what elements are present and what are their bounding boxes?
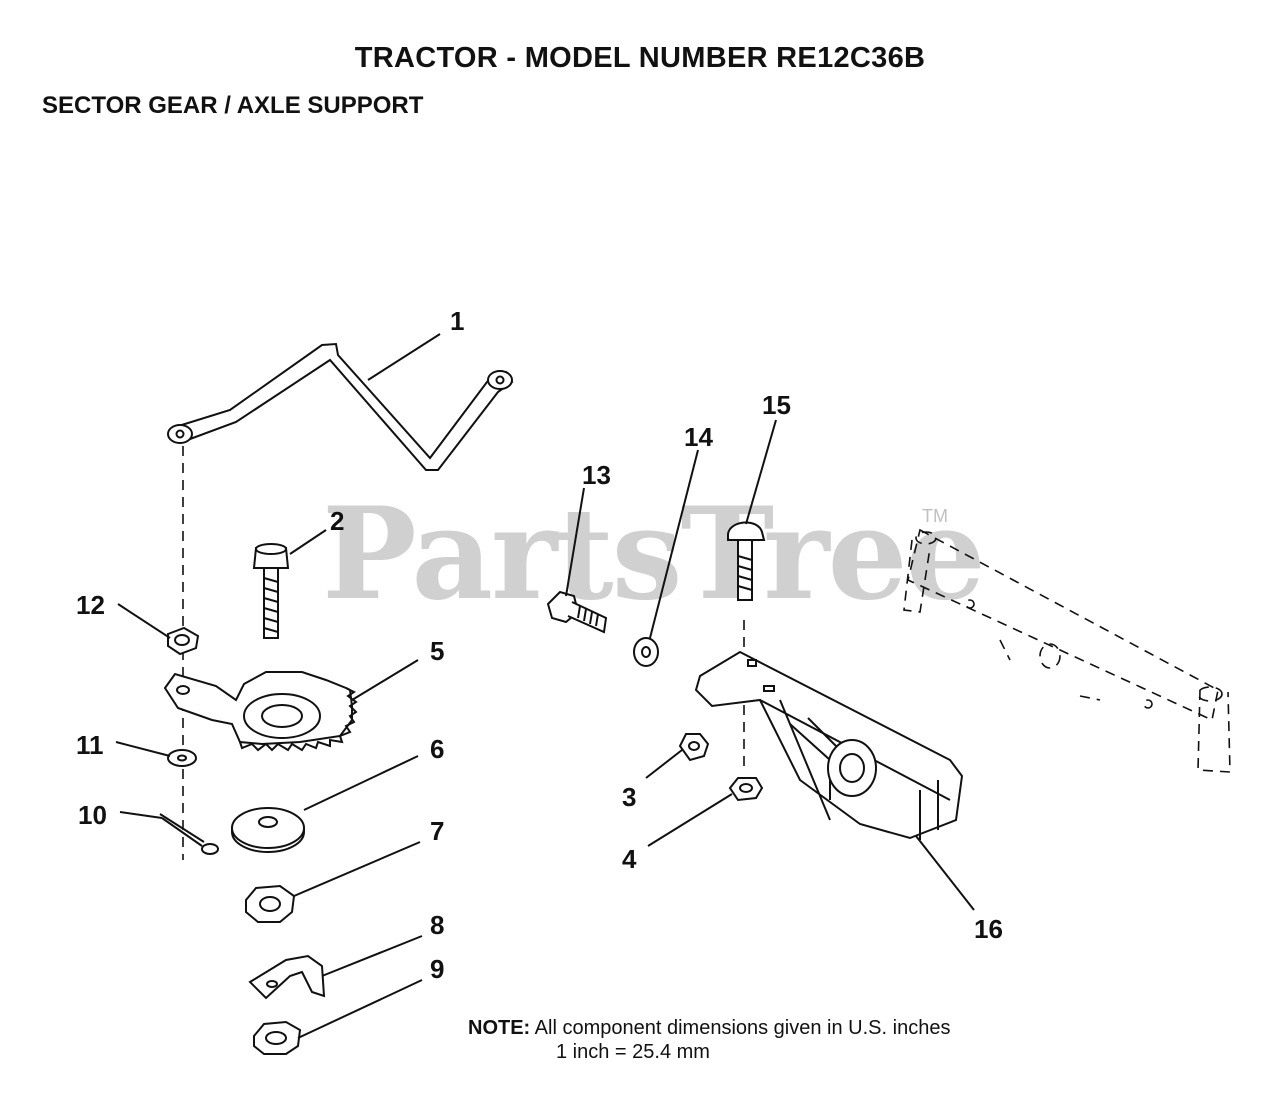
- watermark: PartsTree: [322, 480, 986, 628]
- part-front-axle-phantom: [903, 528, 1231, 773]
- callout-2: 2: [330, 506, 345, 536]
- callout-13: 13: [582, 460, 611, 490]
- part-hex-nut-large[interactable]: [245, 884, 296, 923]
- part-flange-nut[interactable]: [728, 777, 764, 802]
- section-subtitle: SECTOR GEAR / AXLE SUPPORT: [42, 92, 424, 119]
- part-bolt[interactable]: [252, 543, 290, 639]
- watermark-trademark: TM: [922, 506, 948, 526]
- callout-9: 9: [430, 954, 445, 984]
- callout-leaders: [115, 333, 975, 1039]
- callout-14: 14: [684, 422, 713, 452]
- callout-11: 11: [76, 730, 104, 760]
- callout-1: 1: [450, 306, 465, 336]
- part-hex-nut-small[interactable]: [253, 1020, 302, 1055]
- note-label: NOTE:: [468, 1017, 531, 1039]
- callout-12: 12: [76, 590, 105, 620]
- part-drag-link[interactable]: [167, 342, 514, 471]
- callout-15: 15: [762, 390, 791, 420]
- callout-4: 4: [622, 844, 637, 874]
- part-flat-washer[interactable]: [231, 807, 305, 853]
- part-nut[interactable]: [678, 733, 710, 762]
- part-sector-gear[interactable]: [163, 671, 358, 752]
- part-small-washer[interactable]: [167, 749, 197, 767]
- callout-8: 8: [430, 910, 445, 940]
- callout-6: 6: [430, 734, 445, 764]
- part-clip[interactable]: [248, 954, 326, 1000]
- part-washer[interactable]: [633, 637, 659, 667]
- part-hex-bolt[interactable]: [546, 590, 608, 634]
- dimension-note: NOTE: All component dimensions given in …: [468, 1016, 950, 1064]
- callout-3: 3: [622, 782, 637, 812]
- callout-16: 16: [974, 914, 1003, 944]
- callout-5: 5: [430, 636, 445, 666]
- note-line-1: All component dimensions given in U.S. i…: [534, 1017, 951, 1039]
- callout-10: 10: [78, 800, 107, 830]
- part-axle-support[interactable]: [694, 650, 964, 840]
- part-cotter-pin[interactable]: [159, 813, 219, 855]
- part-carriage-bolt[interactable]: [727, 521, 766, 601]
- callout-7: 7: [430, 816, 445, 846]
- part-lock-nut[interactable]: [167, 626, 200, 656]
- page-title: TRACTOR - MODEL NUMBER RE12C36B: [354, 42, 926, 74]
- note-line-2: 1 inch = 25.4 mm: [556, 1041, 710, 1063]
